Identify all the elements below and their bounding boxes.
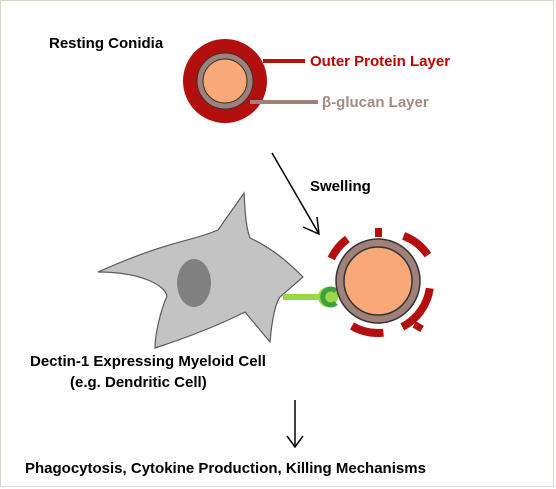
protein-fragment: [375, 228, 382, 237]
swelling-arrow: [271, 152, 320, 236]
myeloid-cell-example-label: (e.g. Dendritic Cell): [70, 374, 207, 391]
swollen-conidium-core: [343, 246, 413, 316]
beta-glucan-layer-label: β-glucan Layer: [322, 94, 429, 111]
cell-nucleus: [177, 259, 211, 307]
fragmented-protein-layer: [327, 232, 434, 337]
swollen-conidium: [335, 238, 421, 324]
outcome-label: Phagocytosis, Cytokine Production, Killi…: [25, 460, 426, 477]
swelling-label: Swelling: [310, 178, 371, 195]
myeloid-cell-label: Dectin-1 Expressing Myeloid Cell: [30, 353, 266, 370]
resting-conidia-label: Resting Conidia: [49, 35, 164, 52]
dectin-1-receptor: [320, 286, 338, 308]
outcome-arrow: [286, 400, 304, 449]
protein-fragment: [412, 321, 424, 332]
resting-conidium: [183, 39, 267, 123]
conidium-core: [202, 58, 248, 104]
outer-protein-layer-label: Outer Protein Layer: [310, 53, 450, 70]
